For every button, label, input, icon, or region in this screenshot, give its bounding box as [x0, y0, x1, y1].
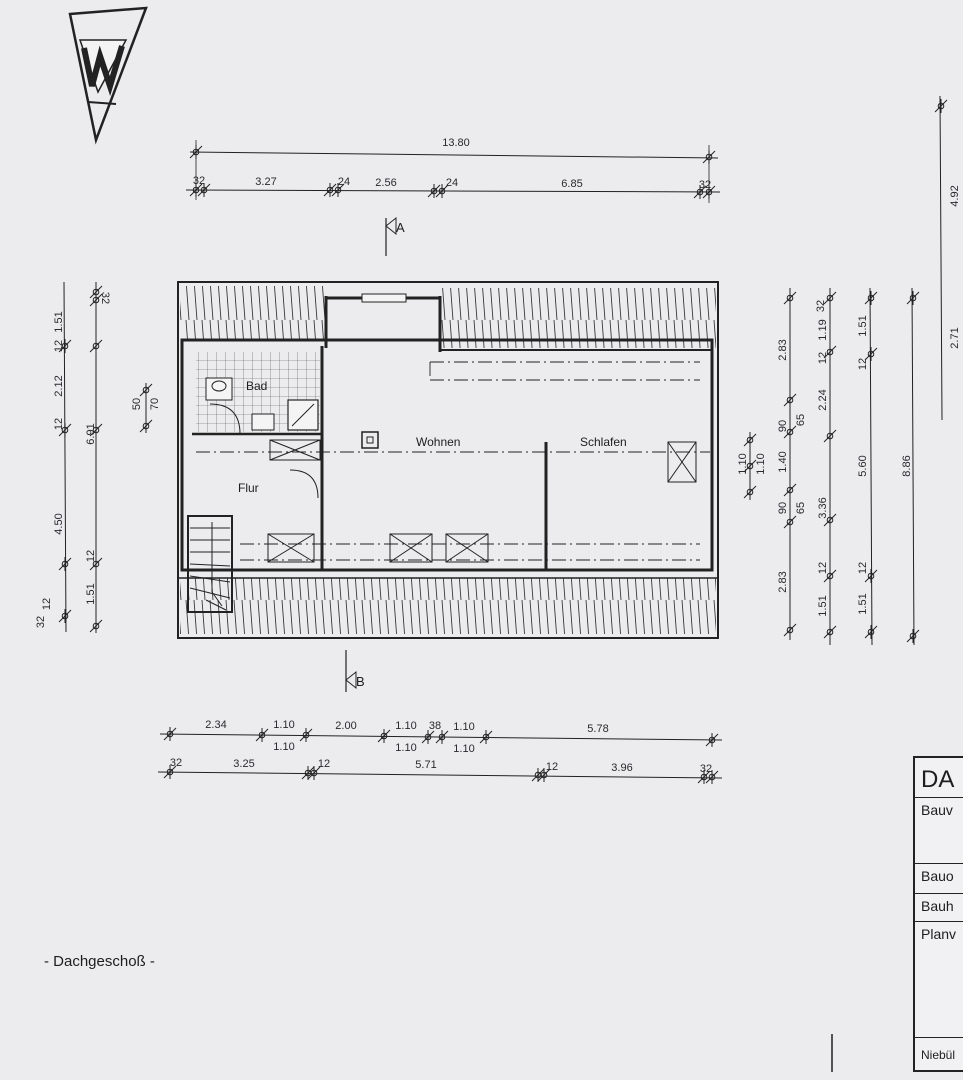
- dim-left-chain: 32 1.51 12 2.12 12 4.50 12 1.51 12 32 6.…: [35, 292, 161, 628]
- svg-text:3.25: 3.25: [233, 758, 254, 770]
- svg-text:32: 32: [99, 292, 111, 304]
- svg-text:12: 12: [53, 340, 65, 352]
- title-block-heading: DA: [915, 758, 963, 798]
- svg-text:5.71: 5.71: [415, 759, 436, 771]
- svg-text:4.92: 4.92: [949, 185, 961, 206]
- svg-text:4.50: 4.50: [53, 513, 65, 534]
- section-marks: A B: [345, 216, 405, 690]
- svg-text:1.19: 1.19: [817, 319, 829, 340]
- dimension-labels: 13.80 32 3.27 24 2.56 24 6.85 32 32 1.51…: [35, 137, 961, 775]
- title-block: DA Bauv Bauo Bauh Planv Niebül: [913, 756, 963, 1072]
- architect-logo: [68, 6, 148, 145]
- svg-text:3.36: 3.36: [817, 497, 829, 518]
- dim-right-chain: 2.83 90 65 1.10 1.10 1.40 90 65 2.83 1.5…: [737, 185, 961, 616]
- svg-text:32: 32: [815, 300, 827, 312]
- room-label-wohnen: Wohnen: [416, 435, 460, 449]
- svg-text:12: 12: [857, 358, 869, 370]
- svg-text:3.27: 3.27: [255, 176, 276, 188]
- svg-text:2.34: 2.34: [205, 719, 226, 731]
- dim-top-chain: 32 3.27 24 2.56 24 6.85 32: [193, 175, 711, 191]
- svg-text:1.10: 1.10: [453, 743, 474, 755]
- svg-text:1.10: 1.10: [737, 453, 749, 474]
- dimension-bottom: [157, 726, 723, 785]
- svg-text:1.10: 1.10: [395, 742, 416, 754]
- svg-text:1.51: 1.51: [53, 311, 65, 332]
- title-block-row: Bauo: [915, 864, 963, 894]
- svg-text:12: 12: [318, 758, 330, 770]
- floor-plan: [177, 218, 719, 692]
- svg-text:32: 32: [193, 175, 205, 187]
- room-label-schlafen: Schlafen: [580, 435, 627, 449]
- dim-top-total: 13.80: [442, 137, 470, 149]
- svg-text:70: 70: [149, 398, 161, 410]
- dim-bottom-chain: 2.34 1.10 2.00 1.10 38 1.10 5.78 1.10 1.…: [170, 719, 712, 775]
- dimension-top: [185, 140, 721, 203]
- svg-text:1.51: 1.51: [857, 593, 869, 614]
- title-block-row: Bauv: [915, 798, 963, 864]
- room-label-bad: Bad: [246, 379, 267, 393]
- svg-text:12: 12: [817, 562, 829, 574]
- svg-text:1.10: 1.10: [273, 719, 294, 731]
- dimension-right: [743, 95, 948, 646]
- title-block-row: Bauh: [915, 894, 963, 922]
- svg-text:12: 12: [857, 562, 869, 574]
- svg-text:1.51: 1.51: [857, 315, 869, 336]
- svg-text:65: 65: [795, 414, 807, 426]
- svg-text:24: 24: [338, 176, 350, 188]
- title-block-row: Niebül: [921, 1048, 956, 1062]
- svg-text:24: 24: [446, 177, 458, 189]
- svg-text:32: 32: [170, 757, 182, 769]
- svg-text:32: 32: [699, 179, 711, 191]
- svg-text:1.51: 1.51: [85, 583, 97, 604]
- svg-text:90: 90: [777, 420, 789, 432]
- svg-text:1.40: 1.40: [777, 451, 789, 472]
- svg-text:32: 32: [700, 763, 712, 775]
- drawing-title: - Dachgeschoß -: [44, 953, 155, 970]
- dimension-left: [58, 281, 153, 634]
- svg-text:1.10: 1.10: [395, 720, 416, 732]
- room-labels: Bad Flur Wohnen Schlafen: [238, 379, 627, 495]
- dim-left-total: 6.91: [85, 423, 97, 444]
- svg-text:6.85: 6.85: [561, 178, 582, 190]
- svg-text:2.24: 2.24: [817, 389, 829, 410]
- svg-text:12: 12: [546, 761, 558, 773]
- svg-text:90: 90: [777, 502, 789, 514]
- section-mark-a: A: [396, 220, 405, 235]
- svg-text:2.00: 2.00: [335, 720, 356, 732]
- svg-text:2.12: 2.12: [53, 375, 65, 396]
- svg-text:2.71: 2.71: [949, 327, 961, 348]
- svg-text:2.56: 2.56: [375, 177, 396, 189]
- svg-text:5.78: 5.78: [587, 723, 608, 735]
- svg-text:2.83: 2.83: [777, 339, 789, 360]
- svg-text:50: 50: [131, 398, 143, 410]
- svg-text:12: 12: [85, 550, 97, 562]
- room-label-flur: Flur: [238, 481, 259, 495]
- svg-text:5.60: 5.60: [857, 455, 869, 476]
- svg-text:1.10: 1.10: [453, 721, 474, 733]
- svg-text:2.83: 2.83: [777, 571, 789, 592]
- svg-text:32: 32: [35, 616, 47, 628]
- svg-text:65: 65: [795, 502, 807, 514]
- svg-text:12: 12: [53, 418, 65, 430]
- title-block-row: Planv: [915, 922, 963, 1038]
- svg-text:3.96: 3.96: [611, 762, 632, 774]
- svg-text:38: 38: [429, 720, 441, 732]
- svg-text:1.10: 1.10: [755, 453, 767, 474]
- svg-text:1.10: 1.10: [273, 741, 294, 753]
- svg-text:12: 12: [817, 352, 829, 364]
- svg-text:12: 12: [41, 598, 53, 610]
- svg-text:1.51: 1.51: [817, 595, 829, 616]
- section-mark-b: B: [356, 674, 365, 689]
- dim-right-total: 8.86: [901, 455, 913, 476]
